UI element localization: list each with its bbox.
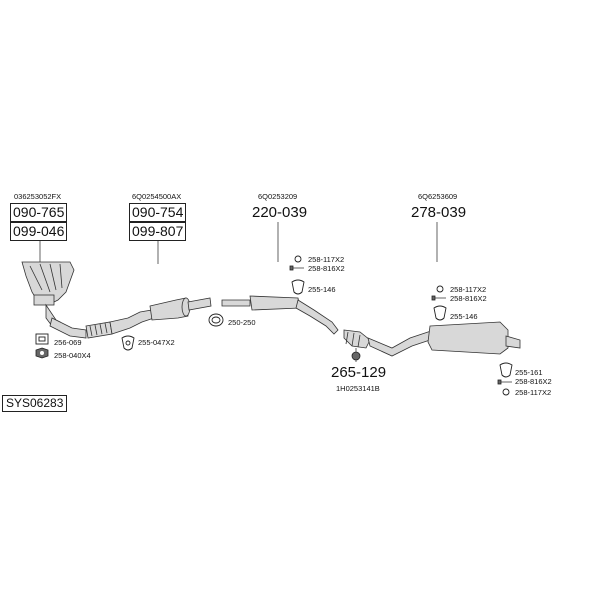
- accessory-255-146-mid[interactable]: 255-146: [308, 285, 336, 294]
- accessory-250-250[interactable]: 250-250: [228, 318, 256, 327]
- accessory-258-816x2-rear[interactable]: 258-816X2: [450, 294, 487, 303]
- oem-label-rear-silencer: 6Q6253609: [418, 192, 458, 201]
- oem-label-flex-pipe: 1H0253141B: [336, 384, 380, 393]
- accessory-256-069[interactable]: 256-069: [54, 338, 82, 347]
- front-pipe[interactable]: [49, 309, 155, 339]
- flex-connector[interactable]: [343, 329, 371, 361]
- ring-icon-258-117x2-mid[interactable]: [294, 255, 302, 263]
- nut-icon-258-040x4[interactable]: [35, 347, 49, 359]
- bolt-icon-258-816x2-mid[interactable]: [289, 265, 304, 271]
- ring-icon-258-117x2-rear[interactable]: [436, 285, 444, 293]
- catalytic-converter[interactable]: [149, 297, 212, 321]
- accessory-258-040x4[interactable]: 258-040X4: [54, 351, 91, 360]
- accessory-255-146-rear[interactable]: 255-146: [450, 312, 478, 321]
- accessory-258-816x2-end[interactable]: 258-816X2: [515, 377, 552, 386]
- oem-label-manifold: 036253052FX: [14, 192, 62, 201]
- part-number-090-754[interactable]: 090-754: [129, 203, 187, 222]
- hanger-icon-255-161[interactable]: [499, 362, 513, 378]
- hanger-icon-255-047x2[interactable]: [121, 335, 135, 351]
- exhaust-manifold[interactable]: [21, 261, 75, 327]
- gasket-icon-256-069[interactable]: [35, 333, 49, 345]
- part-number-099-807[interactable]: 099-807: [129, 222, 187, 241]
- rear-silencer[interactable]: [367, 321, 521, 357]
- accessory-258-117x2-end[interactable]: 258-117X2: [515, 388, 552, 397]
- accessory-255-047x2[interactable]: 255-047X2: [138, 338, 175, 347]
- hanger-icon-255-146-rear[interactable]: [433, 305, 447, 321]
- oem-label-middle-silencer: 6Q0253209: [258, 192, 298, 201]
- diagram-code: SYS06283: [2, 395, 68, 412]
- accessory-258-816x2-mid[interactable]: 258-816X2: [308, 264, 345, 273]
- part-number-090-765[interactable]: 090-765: [10, 203, 68, 222]
- middle-silencer[interactable]: [221, 295, 339, 335]
- part-number-220-039[interactable]: 220-039: [252, 204, 308, 221]
- clamp-icon[interactable]: [208, 313, 224, 327]
- ring-icon-258-117x2-end[interactable]: [502, 388, 510, 396]
- part-number-278-039[interactable]: 278-039: [411, 204, 467, 221]
- part-number-265-129[interactable]: 265-129: [331, 364, 387, 381]
- accessory-258-117x2-rear[interactable]: 258-117X2: [450, 285, 487, 294]
- bolt-icon-258-816x2-rear[interactable]: [431, 295, 446, 301]
- accessory-258-117x2-mid[interactable]: 258-117X2: [308, 255, 345, 264]
- oem-label-catalyst: 6Q0254500AX: [132, 192, 182, 201]
- bolt-icon-258-816x2-end[interactable]: [497, 379, 512, 385]
- part-number-099-046[interactable]: 099-046: [10, 222, 68, 241]
- accessory-255-161[interactable]: 255-161: [515, 368, 543, 377]
- hanger-icon-255-146-mid[interactable]: [291, 279, 305, 295]
